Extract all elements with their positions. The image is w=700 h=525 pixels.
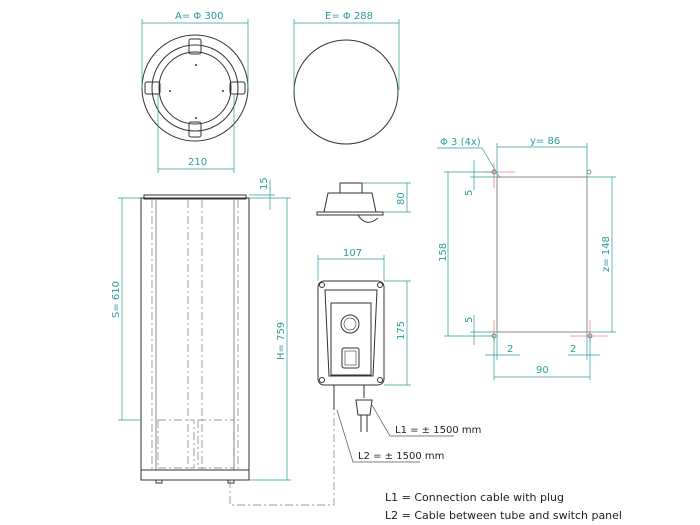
- cutout-drawing: Φ 3 (4x) y= 86 158 5 5 z= 148 2 2 90: [437, 136, 616, 380]
- cutout-height-label: 158: [438, 243, 449, 262]
- z-dimension-label: z= 148: [601, 236, 612, 272]
- knob-icon: [340, 314, 360, 334]
- legend-l1: L1 = Connection cable with plug: [385, 491, 564, 504]
- height-s-label: S= 610: [111, 281, 122, 318]
- cutout-width-label: 90: [536, 365, 549, 376]
- offset-top-label: 5: [464, 190, 475, 196]
- margin-left-label: 2: [507, 344, 513, 355]
- diameter-a-label: A= Φ 300: [175, 11, 224, 22]
- height-h-label: H= 759: [276, 322, 287, 360]
- plug-icon: [355, 399, 373, 416]
- panel-top-view: 80: [316, 182, 411, 223]
- y-dimension-label: y= 86: [530, 136, 560, 147]
- panel-height-label: 175: [396, 321, 407, 340]
- legend-l2: L2 = Cable between tube and switch panel: [385, 509, 622, 522]
- cable-l1-label: L1 = ± 1500 mm: [395, 425, 481, 436]
- lid-view: E= Φ 288: [293, 11, 400, 145]
- diameter-e-label: E= Φ 288: [325, 11, 373, 22]
- inner-width-label: 210: [188, 157, 207, 168]
- panel-depth-label: 80: [396, 192, 407, 205]
- cable-labels: L1 = ± 1500 mm L2 = ± 1500 mm: [336, 404, 481, 463]
- cable-l2-label: L2 = ± 1500 mm: [358, 451, 444, 462]
- margin-right-label: 2: [570, 344, 576, 355]
- hole-diameter-label: Φ 3 (4x): [440, 137, 481, 148]
- panel-width-label: 107: [343, 248, 362, 259]
- tube-side-view: S= 610 H= 759 15: [111, 177, 335, 506]
- tube-top-view: A= Φ 300 210: [141, 11, 249, 173]
- top-offset-label: 15: [259, 177, 270, 190]
- switch-icon: [341, 347, 360, 369]
- switch-panel: 107 175: [317, 248, 411, 432]
- offset-bottom-label: 5: [464, 317, 475, 323]
